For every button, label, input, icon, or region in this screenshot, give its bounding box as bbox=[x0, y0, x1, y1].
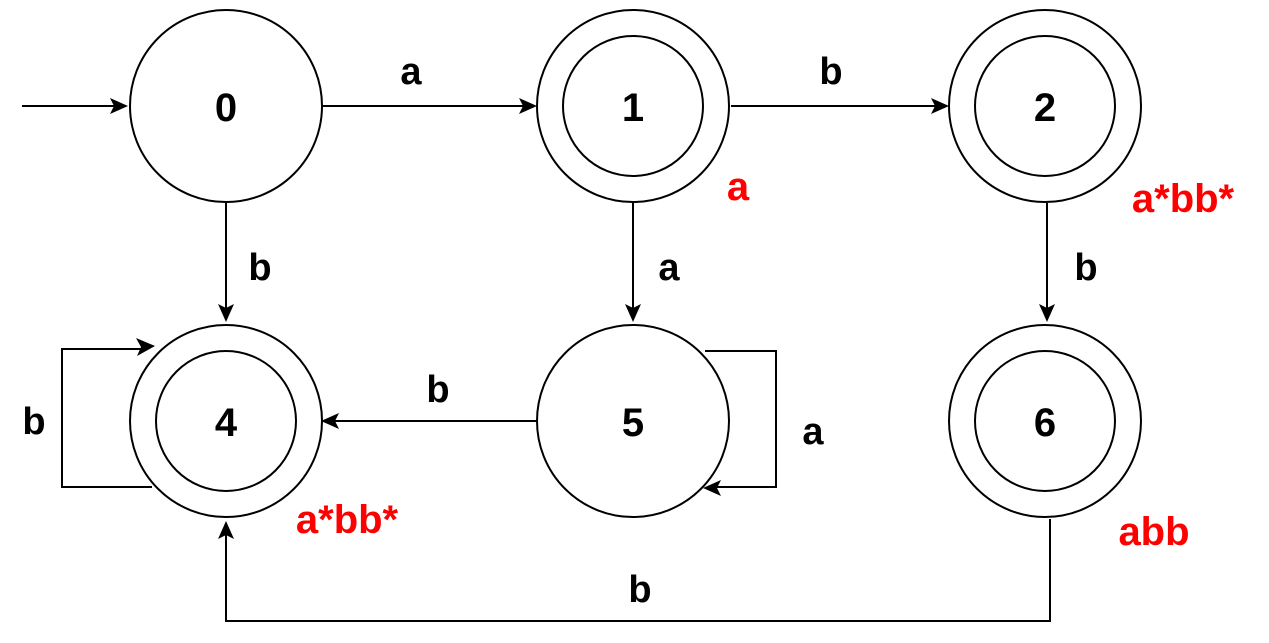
state-1-label: 1 bbox=[622, 86, 644, 130]
transition-6-to-4: b bbox=[218, 519, 1051, 622]
transition-5-self-loop-label: a bbox=[802, 411, 824, 453]
start-arrow bbox=[22, 98, 128, 114]
transition-2-to-6-label: b bbox=[1074, 247, 1097, 289]
state-4: 4 bbox=[129, 324, 323, 518]
transition-1-to-5: a bbox=[625, 203, 680, 322]
state-2: 2 bbox=[948, 9, 1142, 203]
state-5: 5 bbox=[536, 324, 730, 518]
transition-0-to-1: a bbox=[321, 51, 537, 114]
transition-6-to-4-label: b bbox=[628, 569, 651, 611]
state-4-label: 4 bbox=[215, 401, 238, 445]
state-0-label: 0 bbox=[215, 86, 237, 130]
transition-1-to-2: b bbox=[731, 51, 949, 114]
annotation-state-2: a*bb* bbox=[1132, 177, 1235, 221]
transition-1-to-5-label: a bbox=[658, 247, 680, 289]
transition-2-to-6: b bbox=[1039, 203, 1098, 322]
annotation-state-4: a*bb* bbox=[296, 498, 399, 542]
state-6: 6 bbox=[948, 324, 1142, 518]
annotation-state-1: a bbox=[727, 165, 750, 209]
annotation-state-6: abb bbox=[1118, 510, 1189, 554]
transition-0-to-4-label: b bbox=[248, 247, 271, 289]
state-0: 0 bbox=[129, 9, 323, 203]
state-1: 1 bbox=[536, 9, 730, 203]
transition-4-self-loop: b bbox=[22, 338, 155, 488]
transition-5-self-loop: a bbox=[703, 350, 824, 496]
state-5-label: 5 bbox=[622, 401, 644, 445]
state-2-label: 2 bbox=[1034, 86, 1056, 130]
transition-1-to-2-label: b bbox=[819, 51, 842, 93]
transition-5-to-4-label: b bbox=[426, 369, 449, 411]
transition-5-to-4: b bbox=[321, 369, 536, 429]
transition-0-to-1-label: a bbox=[400, 51, 422, 93]
transition-0-to-4: b bbox=[218, 203, 272, 322]
state-6-label: 6 bbox=[1034, 401, 1056, 445]
transition-4-self-loop-label: b bbox=[22, 401, 45, 443]
